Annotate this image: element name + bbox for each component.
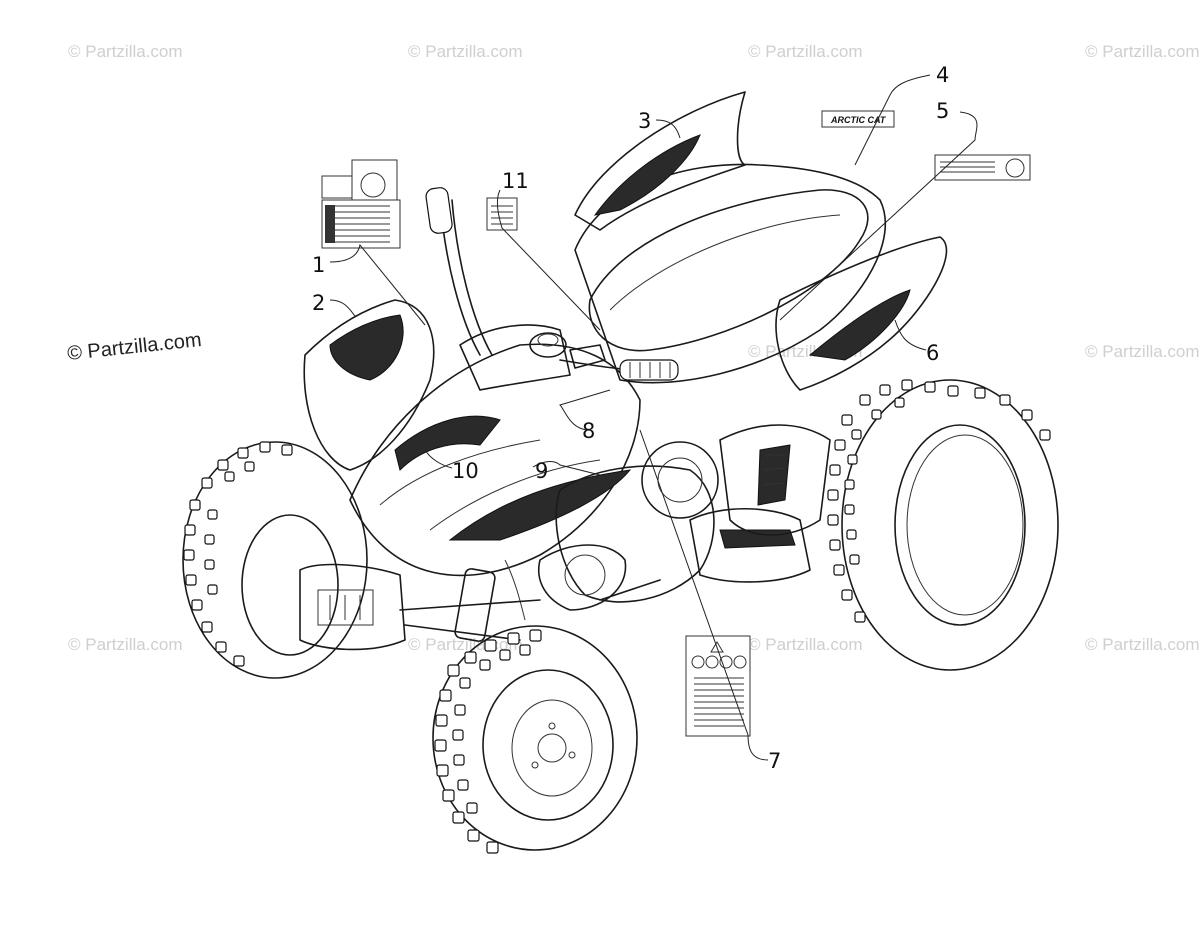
callout-3: 3 <box>638 109 651 133</box>
watermark: © Partzilla.com <box>748 42 863 61</box>
callout-10: 10 <box>452 459 479 483</box>
atv-illustration <box>182 91 1059 854</box>
callout-6: 6 <box>926 341 939 365</box>
callout-1: 1 <box>312 253 325 277</box>
main-watermark: © Partzilla.com <box>66 329 202 365</box>
callout-7: 7 <box>768 749 781 773</box>
front-right-wheel <box>432 625 638 851</box>
callout-11: 11 <box>502 169 529 193</box>
watermark: © Partzilla.com <box>748 635 863 654</box>
leader-lines <box>329 74 978 761</box>
handlebar <box>425 187 679 381</box>
watermark: © Partzilla.com <box>1085 42 1200 61</box>
watermark: © Partzilla.com <box>68 635 183 654</box>
watermark: © Partzilla.com <box>1085 342 1200 361</box>
decal-warning-label-1 <box>321 159 401 249</box>
front-left-wheel <box>182 441 368 679</box>
callout-numbers: 1 2 3 4 5 6 7 8 9 10 11 <box>312 63 949 773</box>
watermark: © Partzilla.com <box>408 42 523 61</box>
decal-brand-text: ARCTIC CAT <box>830 115 887 125</box>
decal-labels: ARCTIC CAT <box>321 110 1031 737</box>
body <box>303 91 948 577</box>
watermark-layer: © Partzilla.com © Partzilla.com © Partzi… <box>66 42 1199 654</box>
callout-5: 5 <box>936 99 949 123</box>
decal-brand: ARCTIC CAT <box>821 110 895 128</box>
decal-11 <box>486 197 518 231</box>
engine <box>299 424 831 651</box>
tire-treads <box>183 379 1051 854</box>
decal-warning-label-7 <box>685 635 751 737</box>
callout-4: 4 <box>936 63 949 87</box>
watermark: © Partzilla.com <box>68 42 183 61</box>
callout-9: 9 <box>535 459 548 483</box>
callout-8: 8 <box>582 419 595 443</box>
watermark: © Partzilla.com <box>1085 635 1200 654</box>
rear-right-wheel <box>841 379 1059 671</box>
callout-2: 2 <box>312 291 325 315</box>
decal-warning-label-5 <box>934 154 1031 181</box>
